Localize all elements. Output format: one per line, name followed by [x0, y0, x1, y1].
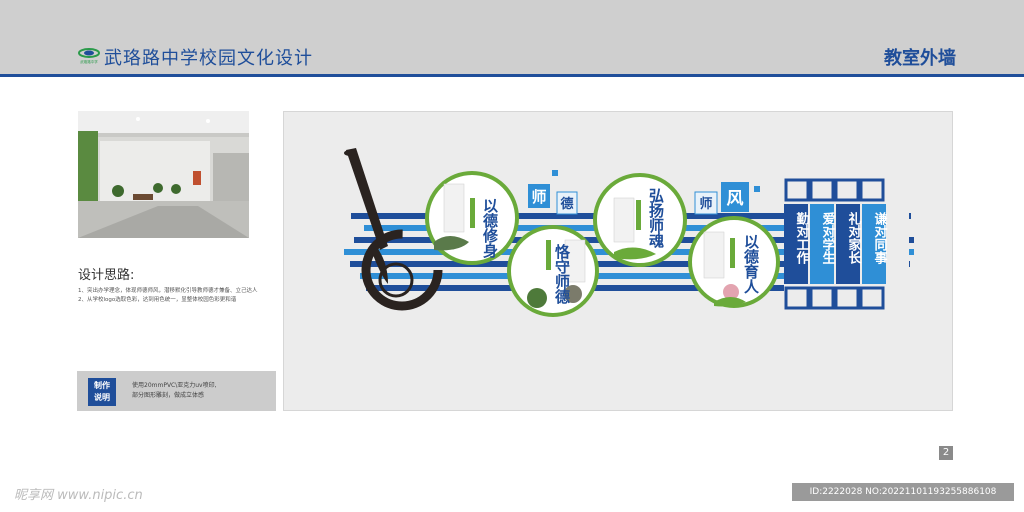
motto-text: 勤对工作	[794, 211, 810, 265]
badge-line: 说明	[94, 393, 110, 402]
spec-line: 部分图形雕刻，做成立体感	[132, 392, 205, 399]
motto-text: 爱对学生	[820, 211, 836, 264]
square-char: 师	[531, 188, 546, 206]
title-square-4: 风	[721, 182, 760, 212]
school-logo-icon: 武珞路中学	[78, 48, 100, 64]
design-notes: 1、突出办学理念，体现师德师风，潜移默化引导教师德才兼备、立己达人 2、从学校l…	[78, 287, 258, 305]
circle-panel-2: 恪守师德	[507, 225, 599, 317]
motto-text: 礼对家长	[846, 211, 862, 265]
title-square-1: 师	[528, 170, 558, 208]
production-notes-badge: 制作 说明	[88, 378, 116, 406]
circle-panel-4: 以德育人	[688, 216, 780, 308]
wall-design-preview: 以德修身 恪守师德 弘扬师魂 以德育人 师	[283, 111, 953, 411]
square-char: 师	[699, 196, 712, 212]
square-char: 风	[727, 189, 744, 209]
circle-panel-3: 弘扬师魂	[593, 173, 687, 267]
design-note-item: 2、从学校logo选取色彩，达到用色统一，显整体校园色彩更和谐	[78, 297, 237, 303]
page-number: 2	[939, 446, 953, 460]
motto-text: 谦对同事	[872, 211, 888, 265]
page-section-label: 教室外墙	[884, 48, 956, 69]
title-square-3: 师	[694, 191, 718, 215]
hallway-photo	[78, 111, 249, 238]
circle-title: 弘扬师魂	[647, 188, 665, 249]
wall-design-artwork: 以德修身 恪守师德 弘扬师魂 以德育人 师	[344, 148, 914, 317]
ink-brush-icon	[344, 148, 443, 311]
watermark-logo: 昵享网 www.nipic.cn	[14, 488, 143, 503]
badge-line: 制作	[94, 381, 110, 390]
circle-title: 以德育人	[742, 234, 760, 294]
motto-panels: 勤对工作 爱对学生 礼对家长 谦对同事	[784, 178, 909, 310]
circle-title: 恪守师德	[553, 243, 571, 305]
title-square-2: 德	[556, 191, 578, 215]
header-bar	[0, 0, 1024, 74]
header-divider	[0, 74, 1024, 77]
logo-caption: 武珞路中学	[80, 59, 98, 64]
design-note-item: 1、突出办学理念，体现师德师风，潜移默化引导教师德才兼备、立己达人	[78, 288, 258, 294]
circle-panel-1: 以德修身	[425, 171, 519, 265]
page-title: 武珞路中学校园文化设计	[104, 48, 313, 69]
circle-title: 以德修身	[481, 198, 499, 259]
design-concept-heading: 设计思路:	[78, 268, 135, 283]
watermark-id: ID:2222028 NO:20221101193255886108	[792, 483, 1014, 501]
production-notes-text: 使用20mmPVC\亚克力uv喷印, 部分图形雕刻，做成立体感	[132, 381, 217, 401]
spec-line: 使用20mmPVC\亚克力uv喷印,	[132, 382, 217, 389]
square-char: 德	[560, 196, 573, 212]
